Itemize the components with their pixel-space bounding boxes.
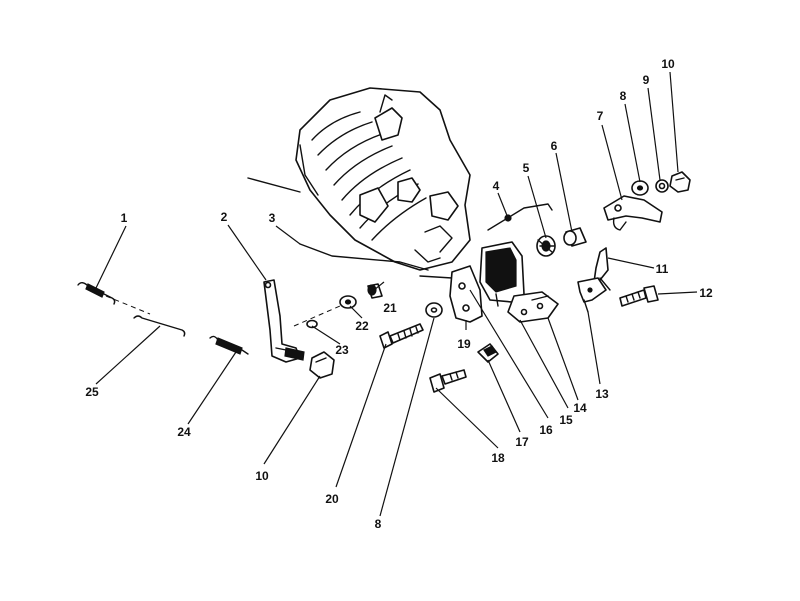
leader-lines [95,71,698,517]
callout-4: 4 [493,179,500,193]
callout-7: 7 [597,109,604,123]
washer-part-8-lower [425,302,443,318]
callout-21: 21 [383,301,397,315]
callout-11: 11 [656,262,669,276]
rod-part-25 [133,315,186,337]
callout-16: 16 [539,423,553,437]
callout-22: 22 [355,319,369,333]
callout-10-bottom: 10 [255,469,269,483]
callout-10-top: 10 [661,57,675,71]
spring-part-5 [536,235,556,257]
callout-14: 14 [573,401,587,415]
callout-2: 2 [221,210,228,224]
callout-24: 24 [177,425,191,439]
washer-part-23 [306,319,318,329]
callout-23: 23 [335,343,349,357]
lockwasher-part-9 [655,179,669,193]
callout-19: 19 [457,337,471,351]
callout-1: 1 [121,211,128,225]
spring-part-24 [209,335,249,355]
governor-lever-part-2 [263,279,305,363]
callout-13: 13 [595,387,609,401]
callout-25: 25 [85,385,99,399]
bushing-part-21 [367,283,383,299]
callout-6: 6 [551,139,558,153]
control-plate-part-16 [479,241,559,323]
callout-9: 9 [643,73,650,87]
callout-labels: 1 2 3 4 5 6 7 8 9 10 11 12 13 14 15 16 1… [85,57,713,531]
bolt-part-20 [379,323,424,349]
washer-part-8-top [631,180,649,196]
bolt-part-12 [619,285,659,307]
callout-17: 17 [515,435,529,449]
callout-3: 3 [269,211,276,225]
washer-part-22 [339,295,357,309]
callout-15: 15 [559,413,573,427]
throttle-arm-part-7 [603,195,663,231]
clip-part-17 [477,343,499,363]
bracket-part-19 [449,265,483,323]
callout-20: 20 [325,492,339,506]
nut-part-10-left [309,351,335,379]
plate-part-14 [531,295,549,301]
spring-part-1 [77,282,116,305]
bushing-part-6 [563,227,587,247]
callout-8-bottom: 8 [375,517,382,531]
nut-part-10-top [669,171,691,193]
callout-8-top: 8 [620,89,627,103]
engine-block [295,87,471,271]
screw-part-18 [429,369,467,393]
callout-12: 12 [699,286,713,300]
bracket-part-13 [577,277,607,313]
callout-5: 5 [523,161,530,175]
callout-18: 18 [491,451,505,465]
